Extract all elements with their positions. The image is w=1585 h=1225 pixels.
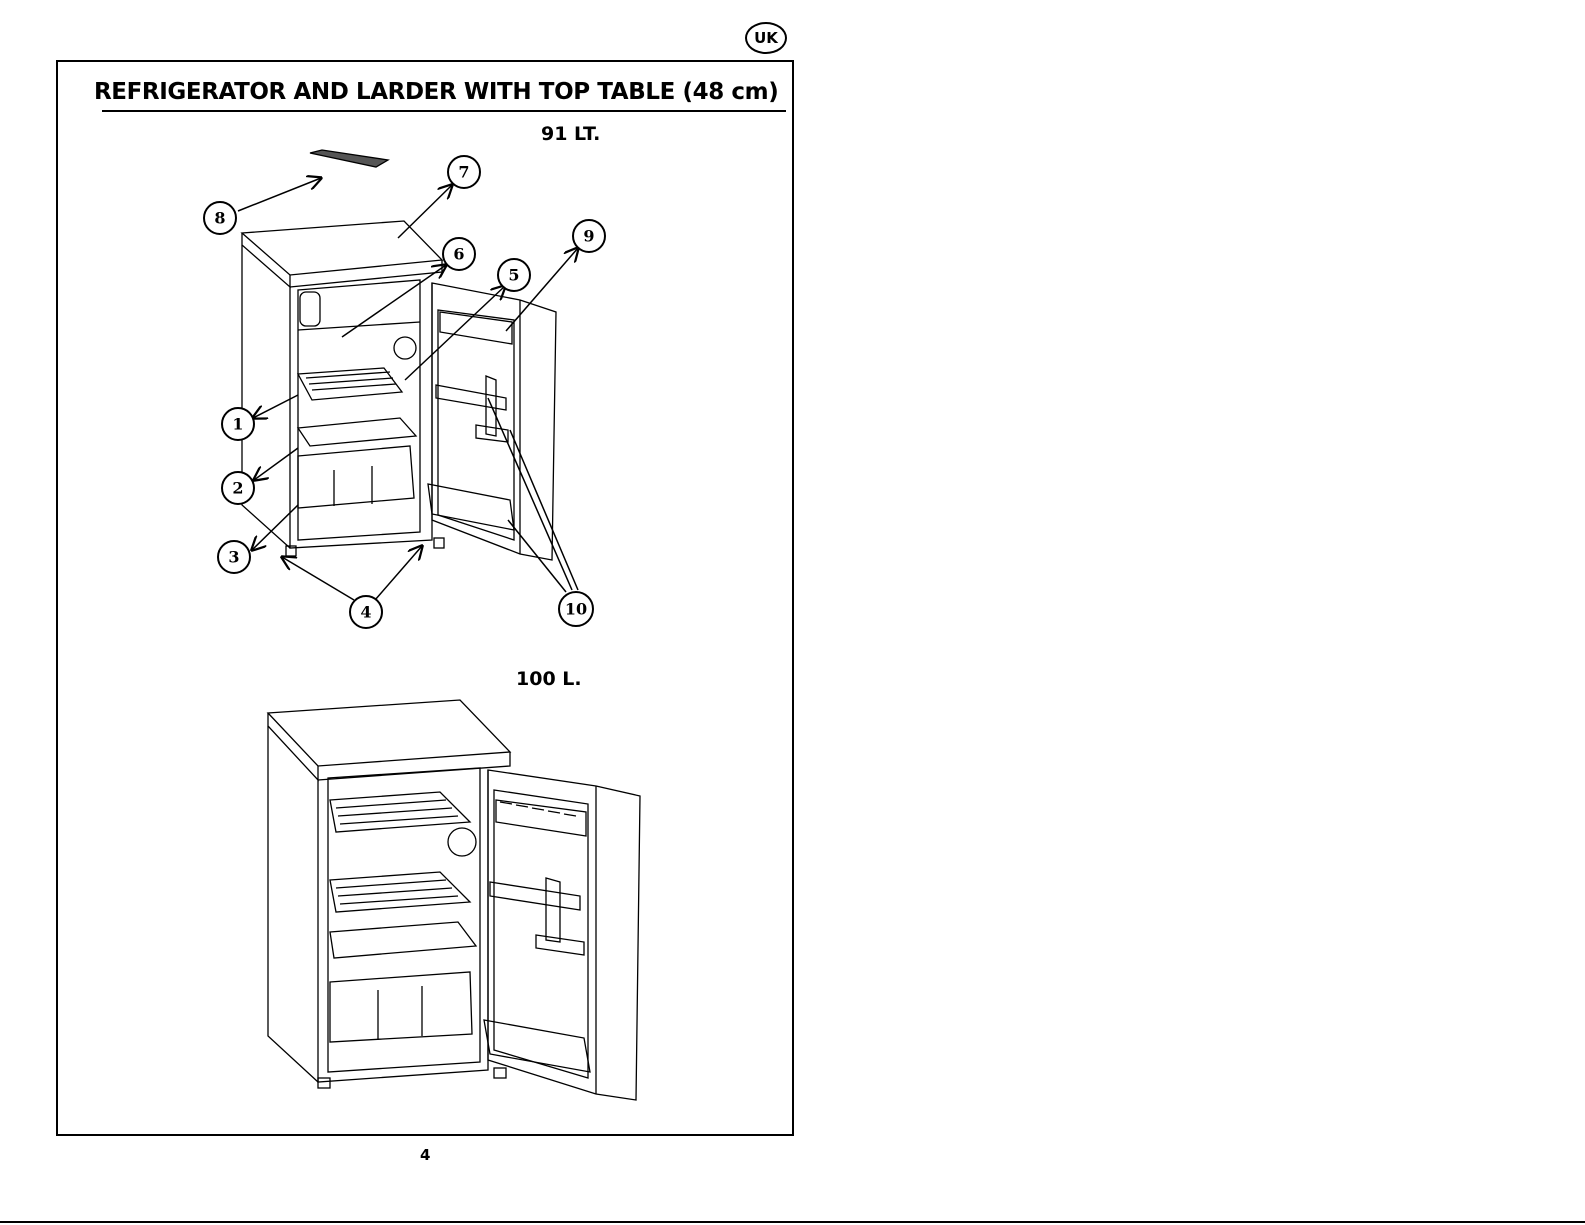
svg-text:3: 3 — [228, 548, 239, 567]
callout-7: 7 — [448, 156, 480, 188]
svg-text:9: 9 — [583, 227, 594, 246]
callout-1: 1 — [222, 408, 254, 440]
callout-5: 5 — [498, 259, 530, 291]
svg-text:6: 6 — [453, 245, 464, 264]
fridge-91-body — [242, 150, 556, 560]
bottom-rule — [0, 1221, 1585, 1223]
callout-arrows-91 — [238, 178, 578, 600]
callout-2: 2 — [222, 472, 254, 504]
callout-3: 3 — [218, 541, 250, 573]
svg-text:2: 2 — [232, 479, 243, 498]
callout-10: 10 — [559, 592, 593, 626]
callout-9: 9 — [573, 220, 605, 252]
callout-4: 4 — [350, 596, 382, 628]
callout-6: 6 — [443, 238, 475, 270]
fridge-100-body — [268, 700, 640, 1100]
svg-text:10: 10 — [565, 600, 587, 619]
callout-8: 8 — [204, 202, 236, 234]
page-number: 4 — [420, 1146, 430, 1164]
svg-text:7: 7 — [458, 163, 469, 182]
svg-text:4: 4 — [360, 603, 371, 622]
svg-text:1: 1 — [232, 415, 243, 434]
svg-text:5: 5 — [508, 266, 519, 285]
svg-text:8: 8 — [214, 209, 225, 228]
